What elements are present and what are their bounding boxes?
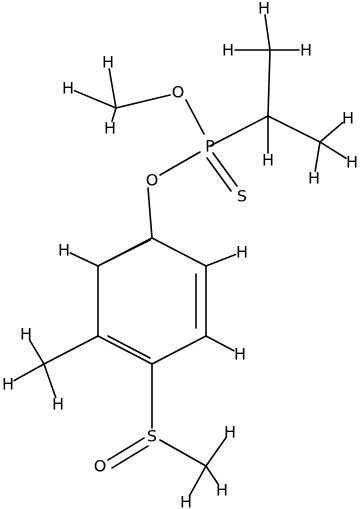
hydrogen-atom: H [20,325,32,344]
hydrogen-atom: H [224,423,236,442]
hydrogen-atom: H [258,0,270,18]
bond-cme-o [115,94,171,109]
hydrogen-atom: H [180,493,192,509]
hydrogen-atom: H [52,395,64,414]
aryl-ether-oxygen-atom: O [146,171,159,190]
bond-s-cme [159,439,207,467]
bond-ring-inner-6-1 [105,239,151,263]
hydrogen-atom: H [58,241,70,260]
hydrogen-atom: H [236,243,248,262]
hydrogen-atom: H [308,169,320,188]
bond-h-19 [188,465,207,497]
hydrogen-atom: H [346,153,358,172]
bond-h-15 [13,363,45,382]
bond-h-3 [111,107,117,123]
hydrogen-atom: H [2,375,14,394]
bond-ring-4-5 [97,335,153,365]
bond-h-17 [205,436,227,467]
hydrogen-atom: H [300,41,312,60]
bond-h-2 [108,68,117,109]
bond-p-s-a [212,152,238,187]
sulfinyl-oxygen-atom: O [94,457,107,476]
bond-h-8 [319,121,344,143]
bond-p-cip [209,115,269,147]
bond-cip-me1 [267,49,271,117]
bond-h-14 [28,339,45,365]
hydrogen-atom: H [342,109,354,128]
bond-o-p [185,99,205,135]
hydrogen-atom: H [104,119,116,138]
bond-cip-me2 [267,115,321,143]
bond-s-o-b [111,445,149,469]
bond-h-11 [69,252,99,267]
bond-h-18 [205,465,219,485]
hydrogen-atom: H [262,151,274,170]
bond-h-1 [73,89,117,109]
bond-ring-3-4 [151,335,207,365]
bond-h-9 [319,141,347,160]
bond-h-13 [205,335,235,352]
bond-s-o-a [107,437,145,461]
bond-ring-inner-4-5 [107,335,151,359]
bond-h-16 [43,363,57,399]
methoxy-oxygen-atom: O [172,83,185,102]
bond-oaryl-ring [147,187,153,239]
thiono-sulfur-atom: S [237,187,247,206]
bond-p-oaryl [159,151,201,176]
sulfinyl-sulfur-atom: S [147,427,157,446]
hydrogen-atom: H [216,481,228,500]
hydrogen-atom: H [222,41,234,60]
bond-layer [13,14,347,497]
phosphorus-atom: P [205,137,215,156]
bond-ring-1-2 [151,237,207,267]
bond-h-12 [205,253,237,267]
bond-ring-cmethyl [43,335,99,365]
hydrogen-atom: H [62,79,74,98]
hydrogen-atom: H [102,53,114,72]
atom-layer: H H H H H H H H H H H H H H H H H H H O P O S S O [2,0,358,509]
bond-h-5 [264,14,271,51]
hydrogen-atom: H [234,345,246,364]
bond-h-10 [314,141,321,172]
bond-p-s-b [206,157,232,192]
